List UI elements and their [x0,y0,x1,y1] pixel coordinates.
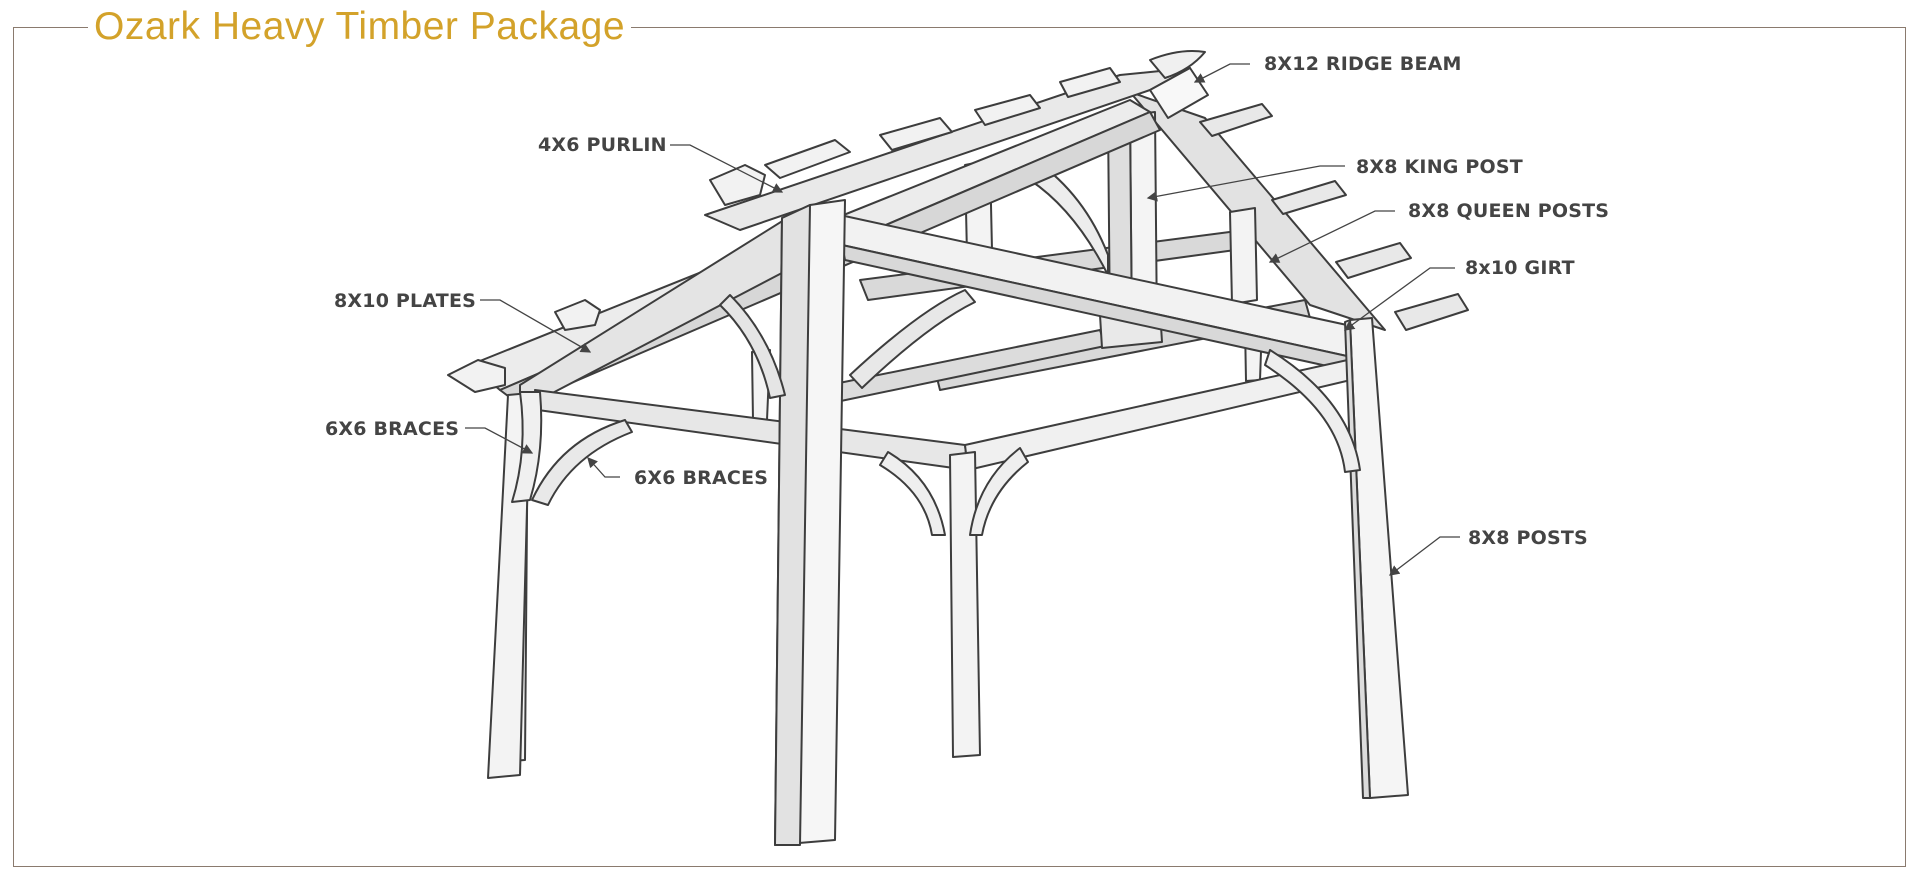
center-left-brace [879,451,946,536]
leader-queen-posts [1268,210,1395,263]
front-center-post-shade [774,204,811,846]
rear-purlin-3 [1335,242,1412,279]
diagram-title: Ozark Heavy Timber Package [88,2,632,52]
leader-king-post [1146,165,1345,202]
callout-queen-posts: 8X8 QUEEN POSTS [1408,200,1610,222]
leader-braces-left [465,427,534,454]
leader-purlin [670,144,784,193]
leader-girt [1343,267,1455,331]
front-purlins [447,67,1121,393]
callout-girt: 8x10 GIRT [1465,257,1575,279]
callout-plates: 8X10 PLATES [334,290,477,312]
rear-purlin-1 [1199,103,1273,137]
girt-brace-inner [849,289,976,389]
center-right-brace [969,447,1029,536]
diagram-frame [13,27,1906,867]
ridge-beam-end [1149,67,1209,119]
queen-post-right [1229,207,1258,305]
callout-king-post: 8X8 KING POST [1356,156,1523,178]
ridge-beam-end-curve [1149,50,1206,79]
rear-middle-post [949,451,981,758]
leader-posts [1388,536,1460,576]
callout-ridge-beam: 8X12 RIDGE BEAM [1264,53,1462,75]
callout-posts: 8X8 POSTS [1468,527,1588,549]
callout-braces-center: 6X6 BRACES [634,467,769,489]
rear-purlin-4 [1394,293,1469,331]
plate-brace-left [719,294,786,399]
left-girt-brace [531,419,633,506]
leader-plates [480,299,592,353]
callout-braces-left: 6X6 BRACES [325,418,460,440]
rear-purlin-2 [1271,180,1347,215]
callout-purlin: 4X6 PURLIN [538,134,667,156]
right-post-brace [1264,349,1361,473]
leader-ridge-beam [1193,63,1250,83]
leader-braces-center [587,457,620,478]
